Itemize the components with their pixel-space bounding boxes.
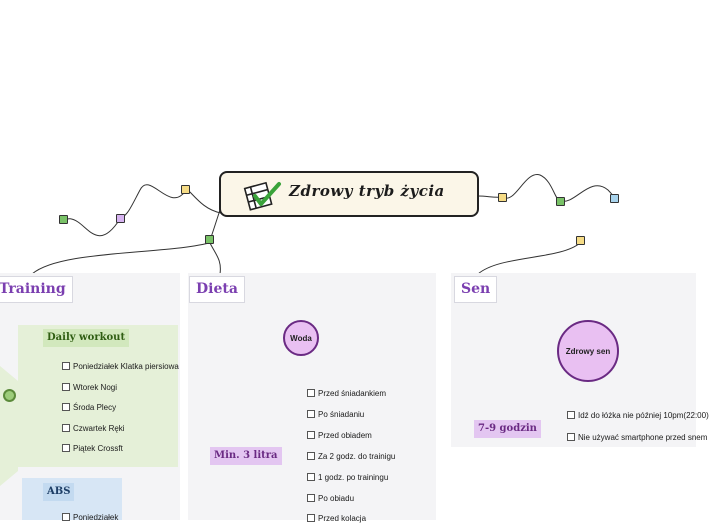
- connector-square-yellow: [576, 236, 585, 245]
- training-item-0[interactable]: Poniedziałek Klatka piersiowa: [62, 362, 179, 372]
- wire-left-1: [120, 184, 187, 219]
- connector-square-green: [59, 215, 68, 224]
- training-title[interactable]: Training: [0, 276, 73, 303]
- dieta-item-0[interactable]: Przed śniadankiem: [307, 389, 386, 399]
- dieta-title[interactable]: Dieta: [189, 276, 245, 303]
- wire-right-1: [502, 174, 561, 202]
- connector-square-green: [556, 197, 565, 206]
- wire-to-sen: [477, 242, 581, 275]
- dieta-item-6[interactable]: Przed kolacja: [307, 514, 366, 524]
- sen-item-0[interactable]: Idź do łóżka nie później 10pm(22:00): [567, 411, 709, 421]
- central-topic-title: Zdrowy tryb życia: [289, 182, 445, 200]
- wire-to-training: [31, 242, 210, 275]
- training-item-3[interactable]: Czwartek Ręki: [62, 424, 125, 434]
- sen-title[interactable]: Sen: [454, 276, 498, 303]
- connector-square-green: [205, 235, 214, 244]
- dieta-item-1[interactable]: Po śniadaniu: [307, 410, 364, 420]
- wire-to-dieta: [209, 242, 221, 275]
- central-topic[interactable]: Zdrowy tryb życia: [219, 171, 479, 217]
- wire-central-left: [187, 189, 222, 214]
- dieta-item-2[interactable]: Przed obiadem: [307, 431, 372, 441]
- sen-item-1[interactable]: Nie używać smartphone przed snem: [567, 433, 707, 443]
- wire-left-2: [63, 218, 121, 237]
- training-item-2[interactable]: Środa Plecy: [62, 403, 116, 413]
- daily-workout-label[interactable]: Daily workout: [43, 329, 130, 347]
- connector-square-yellow: [498, 193, 507, 202]
- 7-9-godzin-label[interactable]: 7-9 godzin: [474, 420, 541, 438]
- connector-square-yellow: [181, 185, 190, 194]
- dieta-item-4[interactable]: 1 godz. po trainingu: [307, 473, 388, 483]
- min-3-litra-label[interactable]: Min. 3 litra: [210, 447, 282, 465]
- connector-square-blue: [610, 194, 619, 203]
- training-hexagon: [0, 321, 180, 525]
- abs-label[interactable]: ABS: [43, 483, 75, 501]
- wire-right-2: [560, 185, 616, 202]
- training-node-circle[interactable]: [3, 389, 16, 402]
- zdrowy-sen-node[interactable]: Zdrowy sen: [557, 320, 619, 382]
- abs-item-0[interactable]: Poniedziałek: [62, 513, 118, 523]
- checklist-icon: [241, 178, 285, 217]
- training-item-1[interactable]: Wtorek Nogi: [62, 383, 117, 393]
- woda-node[interactable]: Woda: [283, 320, 319, 356]
- dieta-item-3[interactable]: Za 2 godz. do trainigu: [307, 452, 395, 462]
- dieta-item-5[interactable]: Po obiadu: [307, 494, 354, 504]
- connector-square-purple: [116, 214, 125, 223]
- training-item-4[interactable]: Piątek Crossft: [62, 444, 123, 454]
